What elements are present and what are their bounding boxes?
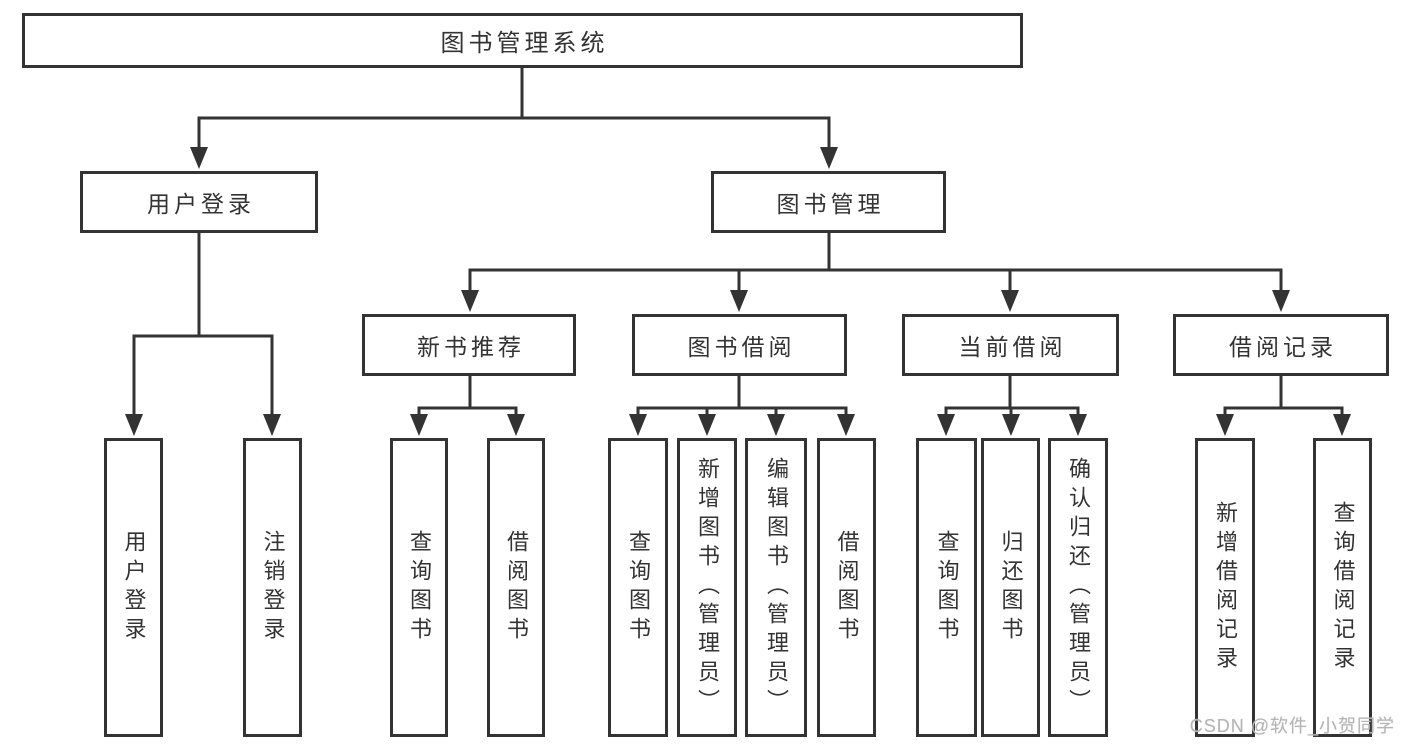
leaf-confirm-return-admin: 确认归还（管理员） bbox=[1048, 438, 1108, 737]
leaf-user-login: 用户登录 bbox=[104, 438, 163, 737]
node-label: 新书推荐 bbox=[417, 334, 525, 360]
connector-user-login bbox=[132, 231, 274, 421]
node-label: 注销登录 bbox=[260, 529, 286, 646]
arrow-down-icon bbox=[1216, 414, 1234, 436]
leaf-borrow-books-recommend: 借阅图书 bbox=[487, 438, 545, 737]
node-label: 借阅记录 bbox=[1229, 334, 1337, 360]
node-label: 新增图书（管理员） bbox=[695, 457, 720, 718]
connector-book-management bbox=[468, 231, 1283, 297]
leaf-query-books-borrowing: 查询图书 bbox=[608, 438, 668, 737]
arrow-down-icon bbox=[629, 414, 647, 436]
node-label: 新增借阅记录 bbox=[1213, 500, 1238, 675]
watermark-csdn: CSDN @软件_小贺同学 bbox=[1189, 716, 1395, 736]
node-user-login: 用户登录 bbox=[80, 171, 318, 233]
node-new-book-recommend: 新书推荐 bbox=[362, 314, 576, 376]
leaf-add-books-admin: 新增图书（管理员） bbox=[677, 438, 737, 737]
arrow-down-icon bbox=[410, 414, 428, 436]
node-label: 图书借阅 bbox=[687, 334, 796, 360]
arrow-down-icon bbox=[1272, 290, 1290, 312]
node-label: 查询图书 bbox=[626, 529, 651, 646]
leaf-return-books: 归还图书 bbox=[981, 438, 1040, 737]
arrow-down-icon bbox=[937, 414, 955, 436]
arrow-down-icon bbox=[125, 414, 143, 436]
node-label: 查询图书 bbox=[407, 529, 432, 646]
arrow-down-icon bbox=[730, 290, 748, 312]
arrow-down-icon bbox=[837, 414, 855, 436]
node-label: 图书管理 bbox=[776, 191, 885, 217]
node-label: 查询借阅记录 bbox=[1330, 500, 1356, 675]
connector-book-borrowing bbox=[636, 374, 848, 421]
arrow-down-icon bbox=[820, 147, 838, 169]
connector-current-borrowing bbox=[944, 374, 1080, 421]
arrow-down-icon bbox=[1001, 290, 1019, 312]
connector-root bbox=[197, 66, 831, 154]
leaf-query-books-recommend: 查询图书 bbox=[390, 438, 448, 737]
connector-borrowing-records bbox=[1223, 374, 1344, 421]
connector-new-book-recommend bbox=[417, 374, 518, 421]
node-label: 用户登录 bbox=[147, 191, 255, 217]
node-label: 图书管理系统 bbox=[440, 30, 609, 57]
arrow-down-icon bbox=[190, 147, 208, 169]
node-label: 借阅图书 bbox=[504, 529, 529, 646]
node-book-management: 图书管理 bbox=[711, 171, 946, 233]
arrow-down-icon bbox=[767, 414, 785, 436]
node-label: 编辑图书（管理员） bbox=[764, 457, 789, 718]
node-label: 归还图书 bbox=[998, 529, 1024, 646]
leaf-logout: 注销登录 bbox=[243, 438, 302, 737]
arrow-down-icon bbox=[698, 414, 716, 436]
leaf-borrow-books-borrowing: 借阅图书 bbox=[817, 438, 876, 737]
leaf-query-books-current: 查询图书 bbox=[916, 438, 977, 737]
node-label: 用户登录 bbox=[121, 529, 147, 646]
node-label: 借阅图书 bbox=[834, 529, 860, 646]
node-label: 查询图书 bbox=[934, 529, 960, 646]
node-label: 当前借阅 bbox=[958, 334, 1067, 360]
node-book-borrowing: 图书借阅 bbox=[632, 314, 847, 376]
leaf-query-borrow-record: 查询借阅记录 bbox=[1313, 438, 1372, 737]
node-current-borrowing: 当前借阅 bbox=[902, 314, 1119, 376]
arrow-down-icon bbox=[461, 290, 479, 312]
arrow-down-icon bbox=[1069, 414, 1087, 436]
node-label: 确认归还（管理员） bbox=[1066, 457, 1091, 718]
leaf-edit-books-admin: 编辑图书（管理员） bbox=[745, 438, 807, 737]
arrow-down-icon bbox=[1333, 414, 1351, 436]
node-root: 图书管理系统 bbox=[22, 13, 1023, 68]
arrow-down-icon bbox=[263, 414, 281, 436]
arrow-down-icon bbox=[507, 414, 525, 436]
node-borrowing-records: 借阅记录 bbox=[1173, 314, 1389, 376]
leaf-add-borrow-record: 新增借阅记录 bbox=[1195, 438, 1255, 737]
arrow-down-icon bbox=[1002, 414, 1020, 436]
